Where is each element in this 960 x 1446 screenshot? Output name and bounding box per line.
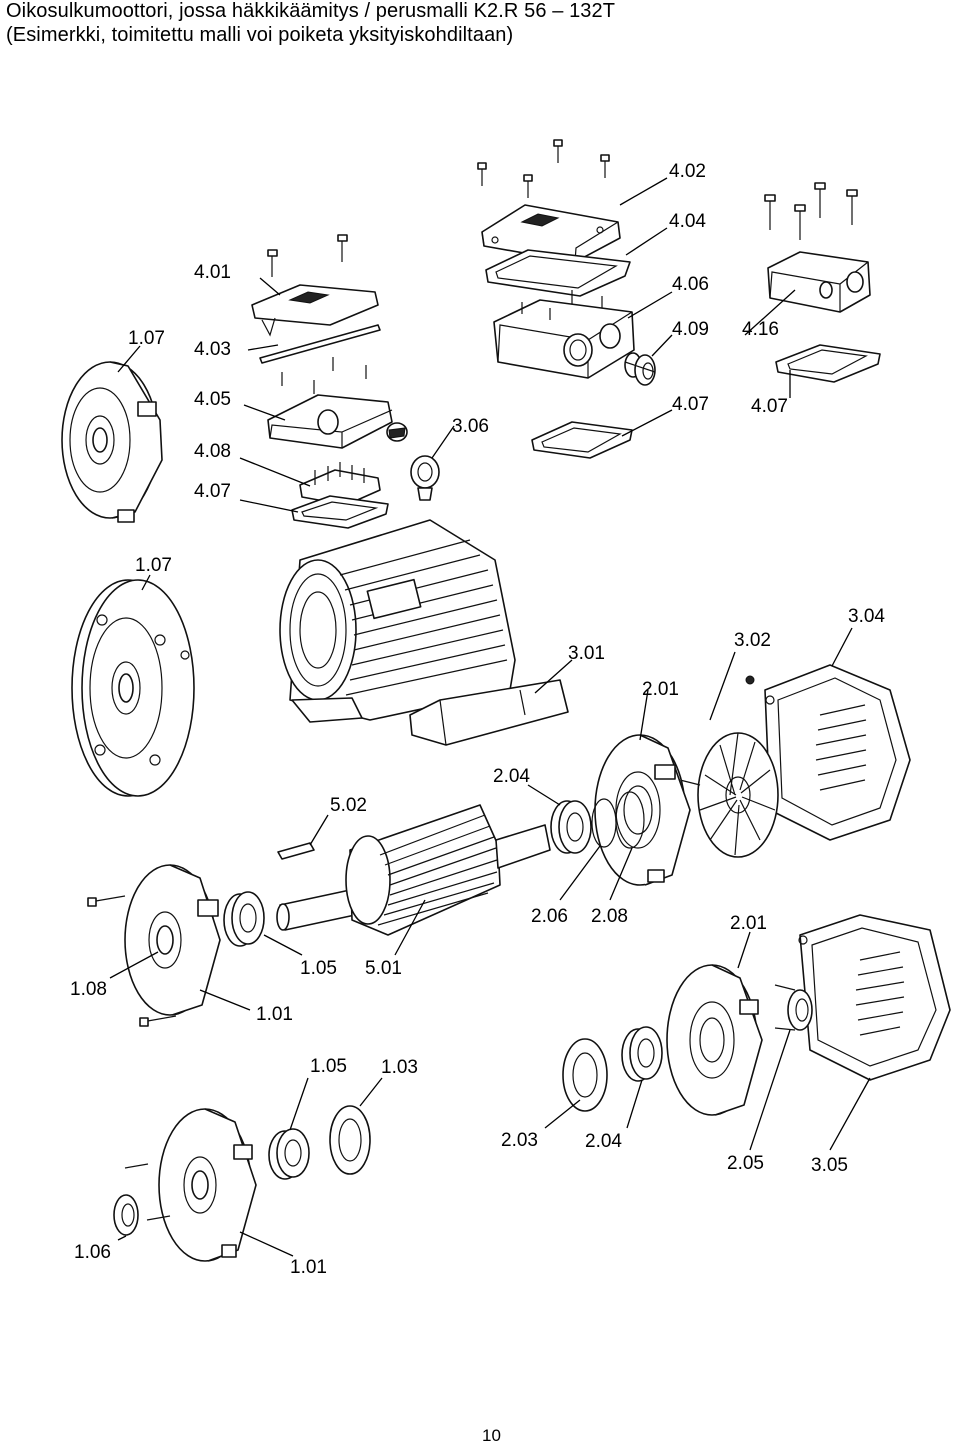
label-4-07-right: 4.07 xyxy=(672,394,709,415)
label-1-07-large: 1.07 xyxy=(135,555,172,576)
terminal-box-4-16 xyxy=(764,182,871,313)
label-2-03: 2.03 xyxy=(501,1130,538,1151)
label-1-05-lower: 1.05 xyxy=(310,1056,347,1077)
gasket-4-03 xyxy=(259,324,381,364)
label-3-04: 3.04 xyxy=(848,606,885,627)
label-4-01: 4.01 xyxy=(194,262,231,283)
screws-4-02 xyxy=(477,139,610,198)
label-4-04: 4.04 xyxy=(669,211,706,232)
fan-cover-3-04 xyxy=(764,664,911,841)
washer-1-03 xyxy=(329,1105,371,1175)
label-4-07-far-right: 4.07 xyxy=(751,396,788,417)
stator-housing-3-01 xyxy=(279,519,569,746)
leader-lines xyxy=(109,177,871,1257)
label-1-01-upper: 1.01 xyxy=(256,1004,293,1025)
seal-2-05 xyxy=(774,984,813,1031)
label-2-04-upper: 2.04 xyxy=(493,766,530,787)
gasket-4-07-left xyxy=(291,495,389,529)
label-4-07-left: 4.07 xyxy=(194,481,231,502)
label-5-02: 5.02 xyxy=(330,795,367,816)
endshield-2-01-lower xyxy=(666,964,763,1116)
endshield-1-01-upper xyxy=(87,864,221,1027)
label-1-01-lower: 1.01 xyxy=(290,1257,327,1278)
part-labels: 4.02 4.04 4.01 4.06 1.07 4.03 4.09 4.16 … xyxy=(70,161,885,1278)
rotor-5-01 xyxy=(276,804,551,936)
fan-3-02 xyxy=(679,675,779,858)
label-5-01: 5.01 xyxy=(365,958,402,979)
eye-bolt-3-06 xyxy=(410,455,440,501)
endshield-2-01-upper xyxy=(594,734,691,886)
label-4-03: 4.03 xyxy=(194,339,231,360)
label-3-02: 3.02 xyxy=(734,630,771,651)
label-4-16: 4.16 xyxy=(742,319,779,340)
page-number: 10 xyxy=(482,1426,501,1445)
rings-2-06-2-08 xyxy=(591,791,645,849)
label-1-06: 1.06 xyxy=(74,1242,111,1263)
label-4-05: 4.05 xyxy=(194,389,231,410)
label-4-02: 4.02 xyxy=(669,161,706,182)
label-2-01-lower: 2.01 xyxy=(730,913,767,934)
bearing-2-04-upper xyxy=(550,800,592,854)
label-4-09: 4.09 xyxy=(672,319,709,340)
terminal-cover-4-01 xyxy=(251,234,379,337)
fan-cover-3-05 xyxy=(798,914,951,1081)
screws-4-03 xyxy=(281,357,367,394)
label-1-03: 1.03 xyxy=(381,1057,418,1078)
key-5-02 xyxy=(277,842,315,860)
cable-gland-4-09 xyxy=(624,352,656,386)
seal-1-06 xyxy=(113,1163,171,1236)
label-1-05-upper: 1.05 xyxy=(300,958,337,979)
label-1-07-top: 1.07 xyxy=(128,328,165,349)
gasket-4-07-far-right xyxy=(775,344,881,383)
bearing-1-05-upper xyxy=(223,891,265,947)
endshield-1-01-lower xyxy=(158,1108,257,1262)
washer-2-03 xyxy=(562,1038,608,1112)
label-4-08: 4.08 xyxy=(194,441,231,462)
gasket-4-07-right xyxy=(531,421,633,459)
label-2-05: 2.05 xyxy=(727,1153,764,1174)
flange-endshield-1-07-small xyxy=(61,361,163,523)
page-title: Oikosulkumoottori, jossa häkkikäämitys /… xyxy=(6,0,616,22)
label-3-05: 3.05 xyxy=(811,1155,848,1176)
page-subtitle: (Esimerkki, toimitettu malli voi poiketa… xyxy=(6,24,514,46)
label-3-01: 3.01 xyxy=(568,643,605,664)
bearing-2-04-lower xyxy=(621,1026,663,1082)
terminal-block-4-08 xyxy=(299,462,381,506)
label-2-06: 2.06 xyxy=(531,906,568,927)
bearing-1-05-lower xyxy=(268,1128,310,1180)
label-4-06: 4.06 xyxy=(672,274,709,295)
terminal-box-body-4-06 xyxy=(493,290,635,379)
label-1-08: 1.08 xyxy=(70,979,107,1000)
flange-1-07-large xyxy=(71,579,195,797)
terminal-box-cover-4-02 xyxy=(481,204,621,263)
label-3-06: 3.06 xyxy=(452,416,489,437)
gasket-4-04 xyxy=(485,249,631,297)
label-2-01-upper: 2.01 xyxy=(642,679,679,700)
terminal-box-base-4-05 xyxy=(267,394,408,449)
label-2-04-lower: 2.04 xyxy=(585,1131,622,1152)
label-2-08: 2.08 xyxy=(591,906,628,927)
